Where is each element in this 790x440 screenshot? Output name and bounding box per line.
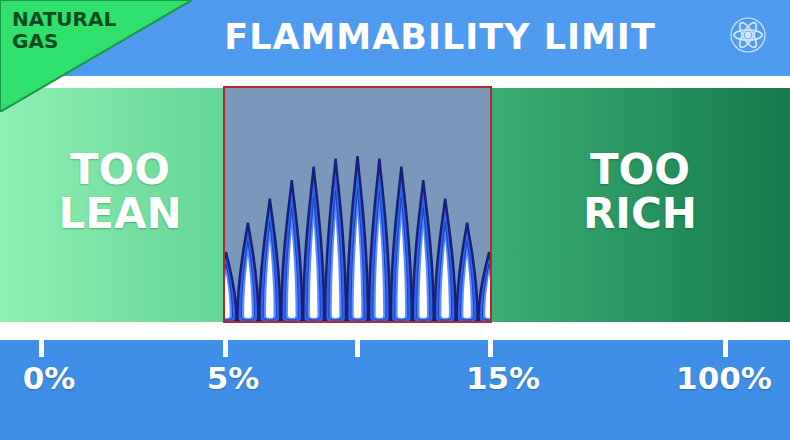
flammable-range-border [224, 87, 491, 322]
zone-label: TOO LEAN [58, 148, 181, 236]
zone-label: TOO RICH [583, 148, 697, 236]
atom-icon [731, 18, 765, 52]
white-strip [0, 322, 790, 340]
scale-band [0, 340, 790, 440]
flammable-range-box [224, 87, 491, 322]
scale-label: 5% [207, 361, 260, 395]
flames [224, 156, 491, 322]
label-triangle: NATURAL GAS [0, 0, 192, 112]
scale-ticks [39, 340, 728, 357]
scale-label: 100% [676, 361, 772, 395]
node-text: NATURAL GAS [12, 8, 116, 52]
scale-label: 0% [23, 361, 76, 395]
title: FLAMMABILITY LIMIT [224, 17, 656, 57]
scale-label: 15% [466, 361, 540, 395]
green-band [0, 88, 790, 322]
